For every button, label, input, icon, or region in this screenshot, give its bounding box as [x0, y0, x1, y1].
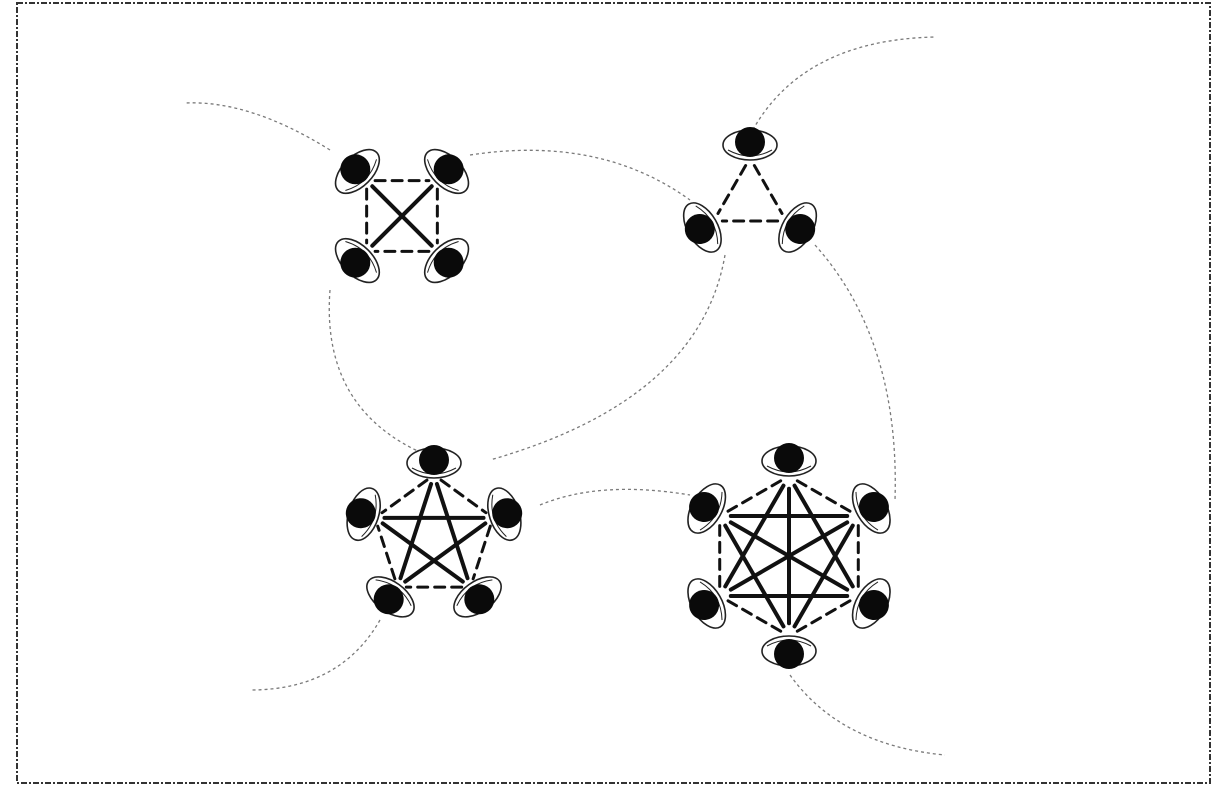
person-icon	[487, 487, 523, 542]
cross-link	[728, 520, 850, 592]
conversation-groups	[334, 127, 891, 669]
head-shape	[689, 590, 720, 620]
head-shape	[464, 584, 495, 615]
head-shape	[858, 492, 889, 522]
head-shape	[373, 584, 404, 615]
person-icon	[406, 445, 462, 479]
figure-frame	[16, 2, 1211, 784]
group-5	[345, 445, 523, 618]
movement-path	[249, 619, 381, 691]
head-shape	[419, 445, 449, 475]
movement-path	[328, 289, 446, 463]
cross-link	[398, 481, 434, 581]
perimeter-link	[795, 479, 852, 513]
person-icon	[722, 127, 778, 161]
movement-path	[469, 149, 691, 201]
perimeter-link	[726, 599, 783, 633]
person-icon	[345, 487, 381, 542]
person-icon	[453, 576, 502, 618]
cross-link	[434, 481, 470, 581]
head-shape	[340, 247, 371, 278]
person-icon	[687, 578, 727, 629]
group-6	[687, 443, 891, 669]
head-shape	[433, 154, 464, 185]
cross-link	[370, 184, 434, 248]
head-shape	[774, 443, 804, 473]
cross-link	[403, 521, 488, 584]
person-icon	[366, 576, 415, 618]
perimeter-link	[439, 478, 488, 515]
head-shape	[345, 498, 376, 529]
movement-path	[539, 488, 691, 506]
movement-path	[749, 36, 936, 136]
head-shape	[785, 214, 816, 244]
movement-path	[489, 254, 726, 461]
group-4	[334, 148, 470, 284]
perimeter-link	[752, 164, 784, 215]
perimeter-link	[471, 524, 492, 581]
movement-path	[814, 244, 896, 501]
head-shape	[492, 498, 523, 529]
movement-path	[789, 674, 946, 756]
person-icon	[423, 148, 470, 195]
person-icon	[761, 635, 817, 669]
cross-link	[380, 521, 465, 584]
person-icon	[851, 578, 891, 629]
perimeter-link	[716, 164, 748, 215]
head-shape	[689, 492, 720, 522]
group-3	[682, 127, 818, 253]
perimeter-link	[726, 479, 783, 513]
head-shape	[433, 247, 464, 278]
perimeter-link	[795, 599, 852, 633]
head-shape	[735, 127, 765, 157]
head-shape	[684, 214, 715, 244]
person-icon	[334, 148, 381, 195]
movement-path	[184, 102, 331, 151]
perimeter-link	[380, 478, 429, 515]
person-icon	[334, 237, 381, 284]
person-icon	[682, 202, 722, 253]
person-icon	[778, 202, 818, 253]
head-shape	[340, 154, 371, 185]
person-icon	[851, 483, 891, 534]
cross-link	[723, 523, 786, 629]
movement-paths	[184, 36, 946, 756]
head-shape	[774, 639, 804, 669]
person-icon	[761, 443, 817, 477]
perimeter-link	[376, 524, 397, 581]
person-icon	[423, 237, 470, 284]
person-icon	[687, 483, 727, 534]
head-shape	[858, 590, 889, 620]
